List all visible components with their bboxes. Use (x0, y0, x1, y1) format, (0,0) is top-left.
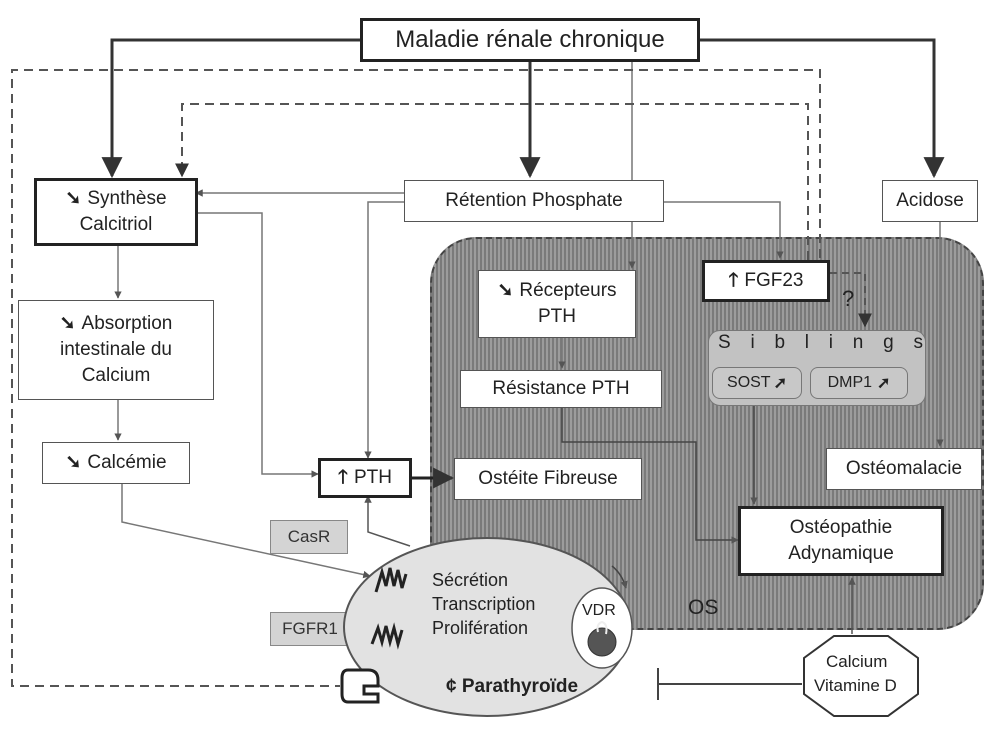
dashed-fgf23-to-calcitriol (175, 103, 809, 260)
cent-sign-icon: ¢ (446, 676, 457, 697)
vitamine-d-label: Vitamine D (814, 676, 897, 695)
maladie-renale-label: Maladie rénale chronique (395, 26, 665, 53)
fgf23-label: FGF23 (744, 270, 804, 291)
siblings-letter: i (828, 332, 834, 353)
resistance-pth-label: Résistance PTH (492, 378, 630, 399)
osteite-fibreuse-box: Ostéite Fibreuse (454, 458, 642, 500)
acidose-box: Acidose (882, 180, 978, 222)
fgfr1-label-box: FGFR1 (270, 612, 350, 646)
up-arrow-icon: 🡑 (728, 270, 739, 291)
vdr-nucleus (571, 587, 633, 669)
fgfr1-receptor-icon (370, 622, 404, 650)
retention-phosphate-label: Rétention Phosphate (445, 190, 623, 211)
sost-label: SOST (727, 374, 771, 391)
fgf23-receptor-icon (340, 668, 380, 704)
dashed-fgf23-to-fgfr1 (11, 69, 821, 687)
calcium-vitamine-d-octagon (803, 635, 919, 717)
cell-to-pth-arrow (364, 495, 411, 547)
parathyroid-title: ¢ Parathyroïde (446, 676, 578, 698)
synthese-calcitriol-box: ➘Synthèse Calcitriol (34, 178, 198, 246)
casr-label-box: CasR (270, 520, 348, 554)
osteomalacie-box: Ostéomalacie (826, 448, 982, 490)
question-mark: ? (842, 286, 855, 311)
synthese-label: Synthèse (87, 188, 167, 209)
up-right-arrow-icon: ➚ (877, 375, 891, 392)
osteopathie-label-2: Adynamique (788, 543, 894, 564)
vdr-label: VDR (582, 602, 616, 619)
siblings-letter: g (883, 332, 894, 353)
osteopathie-label-1: Ostéopathie (789, 517, 893, 538)
fgfr1-label: FGFR1 (282, 619, 338, 638)
siblings-letter: b (774, 332, 786, 353)
os-label: OS (688, 596, 719, 619)
acidose-label: Acidose (896, 190, 964, 211)
recepteurs-pth-box: ➘Récepteurs PTH (478, 270, 636, 338)
siblings-letter: s (913, 332, 923, 353)
calcitriol-to-pth-arrow (198, 212, 319, 478)
mrc-to-acidose-arrow (700, 38, 945, 179)
siblings-letter: i (750, 332, 755, 353)
siblings-letter: S (718, 332, 731, 353)
calcitriol-label: Calcitriol (79, 214, 153, 235)
pth-box: 🡑 PTH (318, 458, 412, 498)
down-arrow-icon: ➘ (65, 188, 82, 209)
dmp1-label: DMP1 (827, 374, 873, 391)
down-arrow-icon: ➘ (497, 280, 514, 301)
mrc-to-calcitriol-arrow (101, 38, 360, 179)
calcium-label: Calcium (826, 652, 888, 671)
casr-receptor-icon (374, 566, 408, 593)
fgf23-box: 🡑 FGF23 (702, 260, 830, 302)
absorption-label-1: Absorption (81, 313, 173, 334)
retention-to-pth-arrow (364, 201, 404, 459)
sost-box: SOST ➚ (712, 367, 802, 399)
calcemie-box: ➘ Calcémie (42, 442, 190, 484)
down-arrow-icon: ➘ (59, 313, 76, 334)
cell-line-proliferation: Prolifération (432, 618, 529, 638)
siblings-letter: n (852, 332, 864, 353)
cell-feedback-arrow (611, 565, 628, 589)
down-arrow-icon: ➘ (65, 452, 82, 473)
osteite-fibreuse-label: Ostéite Fibreuse (478, 468, 618, 489)
absorption-box: ➘Absorption intestinale du Calcium (18, 300, 214, 400)
resistance-to-osteopathie-arrow (561, 408, 739, 544)
siblings-letter: l (804, 332, 810, 353)
vitd-inhibits-cell-line (657, 668, 802, 700)
casr-label: CasR (287, 527, 331, 546)
recepteurs-pth-label: PTH (538, 306, 576, 327)
cell-line-transcription: Transcription (432, 594, 536, 614)
absorption-label-3: Calcium (81, 365, 151, 386)
osteomalacie-label: Ostéomalacie (845, 458, 963, 479)
calcemie-to-casr-arrow (121, 484, 371, 579)
retention-phosphate-box: Rétention Phosphate (404, 180, 664, 222)
cell-line-secretion: Sécrétion (432, 570, 509, 590)
osteopathie-adynamique-box: Ostéopathie Adynamique (738, 506, 944, 576)
calcemie-label: Calcémie (87, 452, 167, 473)
pth-label: PTH (353, 467, 392, 488)
parathyroid-label: Parathyroïde (461, 676, 579, 697)
maladie-renale-box: Maladie rénale chronique (360, 18, 700, 62)
recepteurs-label: Récepteurs (519, 280, 617, 301)
siblings-label: S i b l i n g s (718, 332, 923, 354)
absorption-label-2: intestinale du (60, 339, 172, 360)
up-arrow-icon: 🡑 (338, 467, 348, 488)
up-right-arrow-icon: ➚ (773, 375, 787, 392)
retention-to-fgf23-arrow (664, 201, 784, 259)
resistance-pth-box: Résistance PTH (460, 370, 662, 408)
dmp1-box: DMP1 ➚ (810, 367, 908, 399)
